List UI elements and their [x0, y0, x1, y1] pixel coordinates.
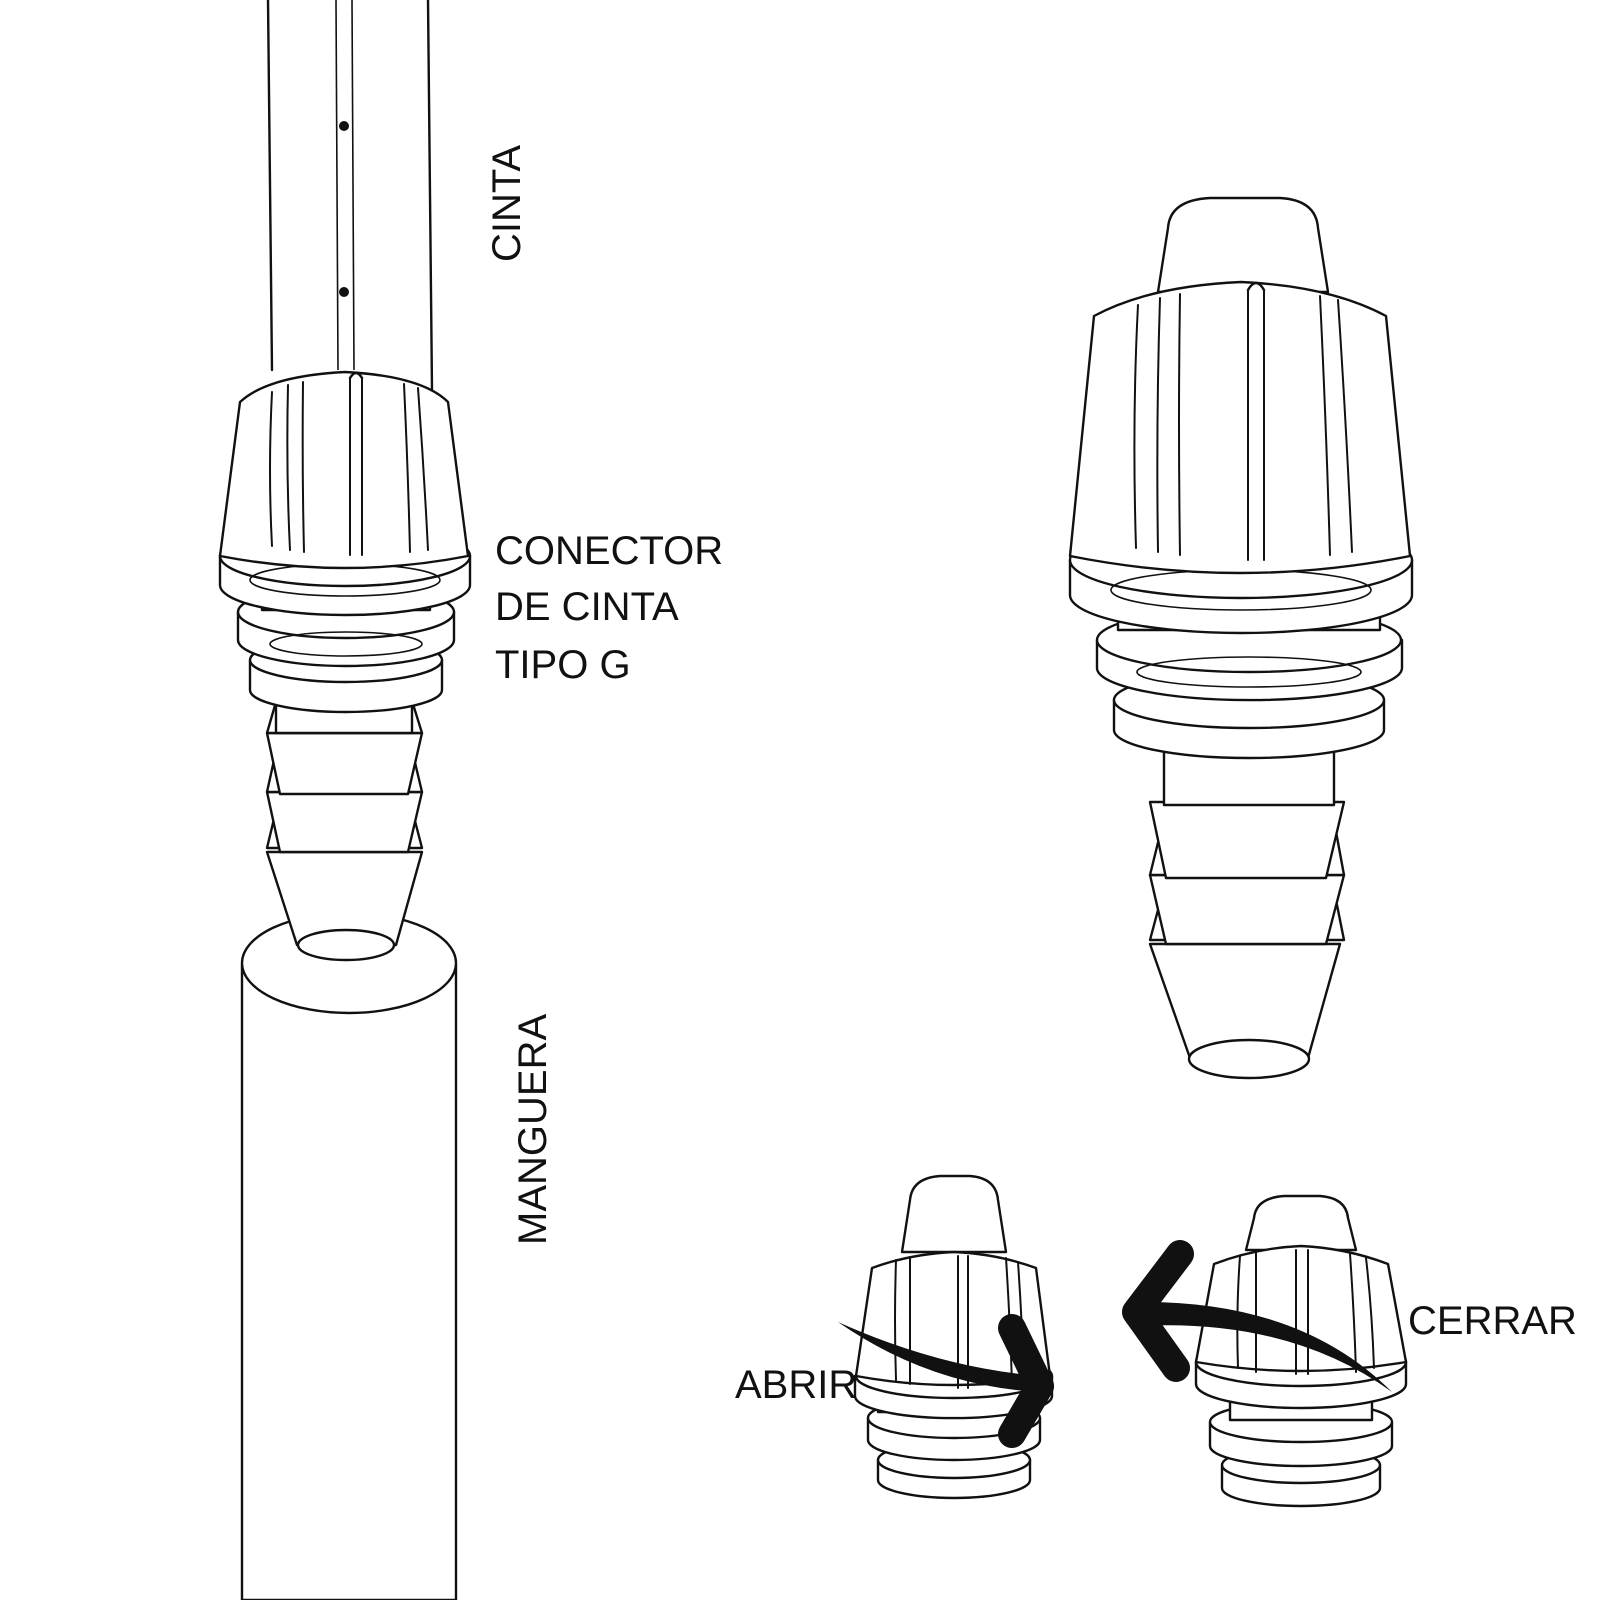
- close-arrow-icon: [1122, 1240, 1392, 1392]
- left-connector: [218, 370, 472, 962]
- open-label: ABRIR: [735, 1363, 857, 1407]
- open-arrow-icon: [838, 1314, 1054, 1448]
- hose-label: MANGUERA: [511, 1014, 555, 1245]
- connector-label-line2: DE CINTA: [495, 585, 679, 629]
- tape-label: CINTA: [485, 145, 529, 262]
- connector-label-line1: CONECTOR: [495, 529, 723, 573]
- large-connector: [1068, 196, 1414, 1080]
- drip-tape: [266, 0, 434, 392]
- connector-label-line3: TIPO G: [495, 643, 631, 687]
- close-demo-connector: [1194, 1194, 1408, 1508]
- barb-outlet: [296, 928, 396, 962]
- barb-outlet: [1187, 1038, 1311, 1080]
- emitter-dot: [339, 287, 349, 297]
- hose: [240, 911, 458, 1600]
- close-label: CERRAR: [1408, 1299, 1577, 1343]
- emitter-dot: [339, 121, 349, 131]
